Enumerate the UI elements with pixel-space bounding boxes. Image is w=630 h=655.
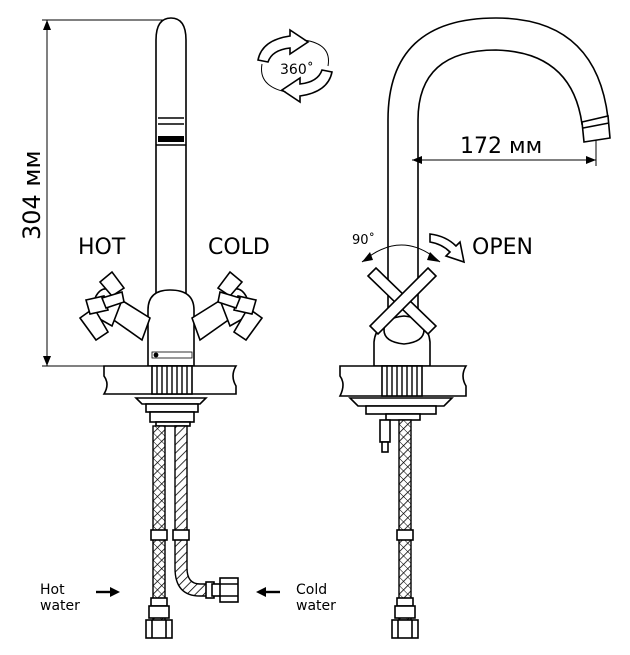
reach-dimension: 172 мм: [412, 134, 597, 166]
height-dimension: 304 мм: [18, 19, 172, 367]
cold-label: COLD: [208, 235, 270, 260]
rotation-icon: 360˚: [257, 28, 333, 104]
rotation-label: 360˚: [280, 61, 314, 78]
cold-water-label-2: water: [296, 598, 336, 614]
hot-label: HOT: [78, 235, 126, 260]
front-view: 304 мм: [18, 17, 336, 639]
faucet-body: [147, 289, 195, 367]
cold-hose: [174, 425, 213, 597]
cold-handle: [191, 270, 264, 342]
open-handle: [366, 266, 438, 336]
hot-water-arrow-icon: [96, 587, 120, 597]
spout: [155, 17, 187, 301]
side-view: 172 мм 90˚ OPEN: [338, 17, 611, 639]
open-arrow-icon: [429, 233, 466, 264]
hot-water-label-1: Hot: [40, 582, 65, 598]
angle-arc: 90˚: [352, 232, 441, 263]
height-label: 304 мм: [18, 150, 46, 240]
angle-label: 90˚: [352, 232, 375, 248]
hot-water-label-2: water: [40, 598, 80, 614]
reach-label: 172 мм: [460, 134, 542, 159]
open-label: OPEN: [472, 235, 533, 260]
cold-water-arrow-icon: [256, 587, 280, 597]
cold-water-label-1: Cold: [296, 582, 327, 598]
hot-handle: [78, 270, 151, 342]
